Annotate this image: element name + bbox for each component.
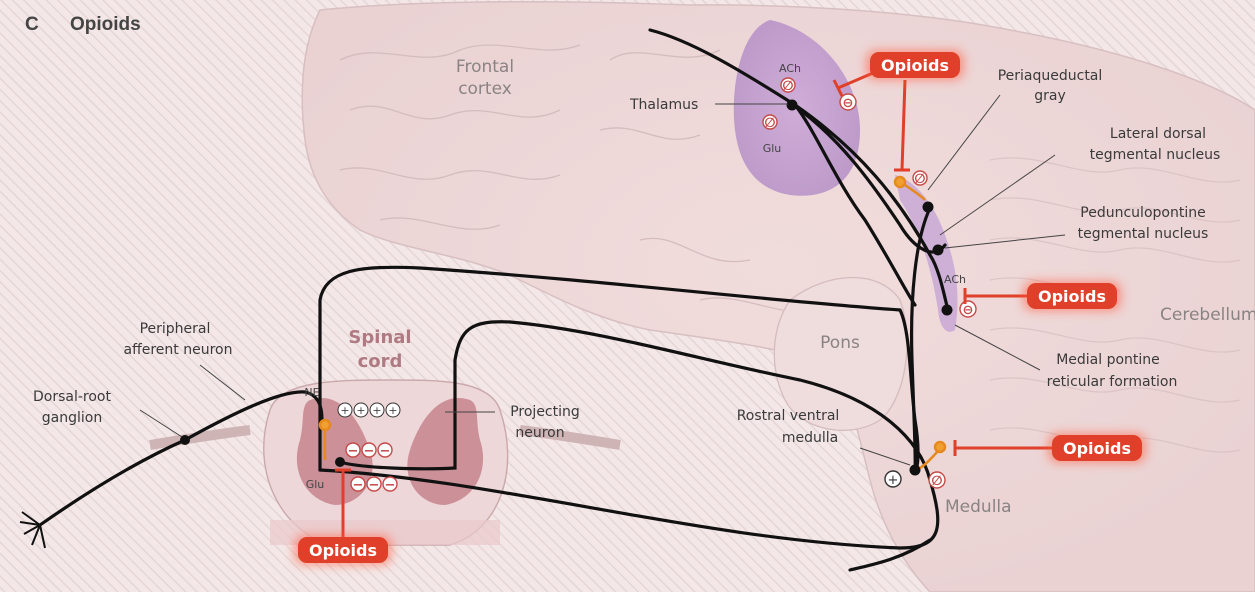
peripheral-afferent-label-2: afferent neuron — [124, 342, 233, 358]
rostral-ventral-label-1: Rostral ventral — [737, 408, 840, 424]
lateral-dorsal-label-2: tegmental nucleus — [1090, 147, 1221, 163]
svg-text:+: + — [888, 473, 899, 488]
svg-text:∅: ∅ — [914, 172, 925, 187]
spinal-inhibitory-signs-upper: − − − — [346, 443, 392, 459]
ach-top-label: ACh — [779, 62, 801, 75]
svg-text:−: − — [364, 444, 375, 459]
svg-text:∅: ∅ — [764, 116, 775, 131]
svg-text:+: + — [356, 404, 365, 417]
dorsal-root-label-1: Dorsal-root — [33, 389, 111, 405]
opioid-badge-medulla: Opioids — [1048, 433, 1146, 463]
medulla-label: Medulla — [945, 497, 1012, 517]
opioid-badge-spinal: Opioids — [294, 535, 392, 565]
periaqueductal-label-2: gray — [1034, 88, 1066, 104]
peripheral-afferent-label-1: Peripheral — [140, 321, 211, 337]
lateral-dorsal-label-1: Lateral dorsal — [1110, 126, 1206, 142]
spinal-cord-label-1: Spinal — [348, 327, 411, 348]
opioid-badge-spinal-text: Opioids — [309, 541, 377, 560]
opioid-badge-top: Opioids — [866, 50, 964, 80]
frontal-cortex-label-1: Frontal — [456, 57, 514, 77]
svg-text:⊖: ⊖ — [843, 96, 854, 111]
spinal-inhibitory-signs-lower: − − − — [351, 477, 397, 493]
opioid-badge-top-text: Opioids — [881, 56, 949, 75]
projecting-neuron-label-2: neuron — [515, 425, 564, 441]
pedunculopontine-label-2: tegmental nucleus — [1078, 226, 1209, 242]
thalamus-label: Thalamus — [629, 97, 698, 113]
svg-text:−: − — [353, 478, 364, 493]
svg-text:−: − — [369, 478, 380, 493]
svg-text:−: − — [380, 444, 391, 459]
rostral-ventral-label-2: medulla — [782, 430, 838, 446]
svg-text:∅: ∅ — [782, 79, 793, 94]
frontal-cortex-label-2: cortex — [458, 79, 512, 99]
svg-text:−: − — [348, 444, 359, 459]
panel-letter: C — [25, 14, 39, 35]
svg-text:+: + — [372, 404, 381, 417]
medial-pontine-label-1: Medial pontine — [1056, 352, 1160, 368]
periaqueductal-label-1: Periaqueductal — [998, 68, 1103, 84]
panel-title: Opioids — [70, 14, 141, 35]
spinal-cord-label-2: cord — [358, 351, 403, 372]
medial-pontine-label-2: reticular formation — [1047, 374, 1178, 390]
opioid-badge-pons-text: Opioids — [1038, 287, 1106, 306]
projecting-neuron-label-1: Projecting — [510, 404, 580, 420]
ach-mid-label: ACh — [944, 273, 966, 286]
glu-spinal-label: Glu — [306, 478, 325, 491]
opioid-badge-pons: Opioids — [1023, 281, 1121, 311]
glu-top-label: Glu — [763, 142, 782, 155]
svg-text:+: + — [340, 404, 349, 417]
svg-text:+: + — [388, 404, 397, 417]
opioid-badge-medulla-text: Opioids — [1063, 439, 1131, 458]
svg-text:∅: ∅ — [931, 474, 942, 489]
dorsal-root-label-2: ganglion — [42, 410, 102, 426]
svg-text:⊖: ⊖ — [963, 303, 974, 318]
cerebellum-label: Cerebellum — [1160, 305, 1255, 325]
pons-label: Pons — [820, 333, 860, 353]
pedunculopontine-label-1: Pedunculopontine — [1080, 205, 1205, 221]
ne-label: NE — [304, 386, 319, 399]
svg-text:−: − — [385, 478, 396, 493]
